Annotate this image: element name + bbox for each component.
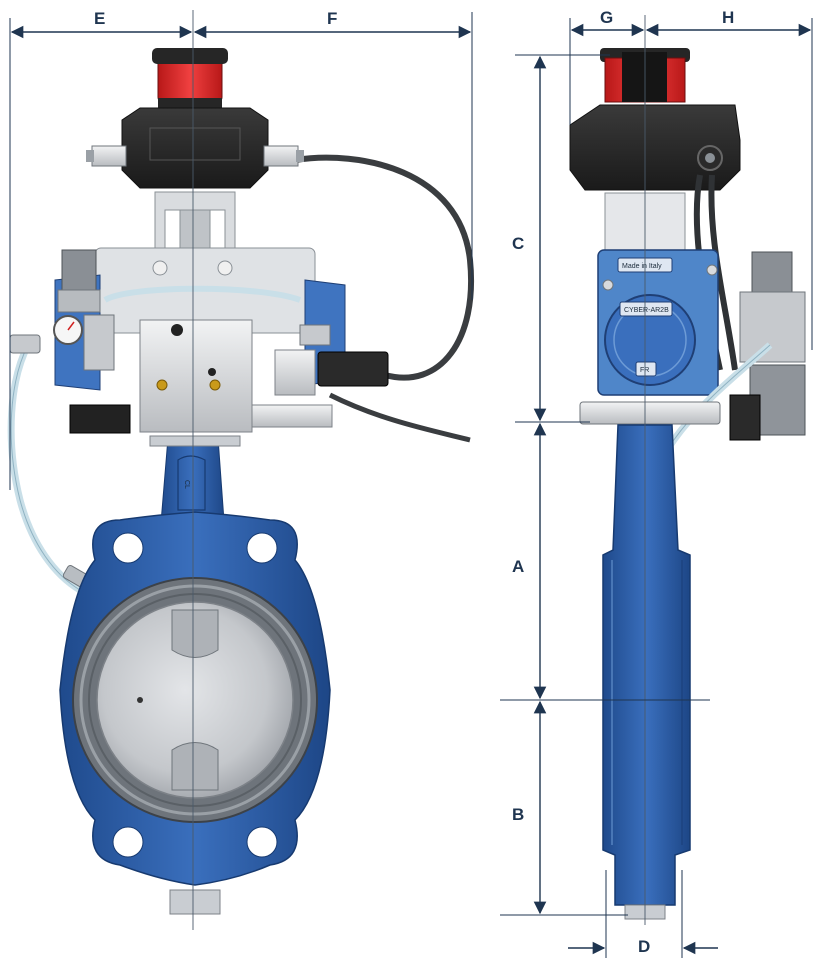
- dim-label-h: H: [722, 8, 734, 27]
- badge-plate: [635, 361, 657, 377]
- bolt-hole: [246, 532, 278, 564]
- bolt-hole: [246, 826, 278, 858]
- solenoid-manifold: [139, 319, 253, 433]
- electric-cable: [294, 154, 474, 381]
- body-cast-mark: CL: [183, 480, 190, 489]
- dim-label-a: A: [512, 557, 524, 576]
- dim-label-f: F: [327, 9, 337, 28]
- dimension-lines: E F G H C A B D: [9, 8, 813, 958]
- dim-label-d: D: [638, 937, 650, 956]
- side-view: Made in Italy CYBER-AR2B FR: [569, 15, 806, 925]
- dim-label-e: E: [94, 9, 105, 28]
- dim-label-b: B: [512, 805, 524, 824]
- serial-plate: [619, 301, 673, 317]
- limit-switch-box: [121, 107, 269, 189]
- front-view: CL: [7, 10, 474, 930]
- valve-disc: [96, 601, 294, 799]
- dim-label-c: C: [512, 234, 524, 253]
- bolt-hole: [112, 826, 144, 858]
- nameplate-text: Made in Italy: [622, 263, 662, 270]
- dim-label-g: G: [600, 8, 613, 27]
- valve-body-side: [602, 424, 691, 906]
- bolt-hole: [112, 532, 144, 564]
- serial-text: CYBER-AR2B: [624, 307, 669, 314]
